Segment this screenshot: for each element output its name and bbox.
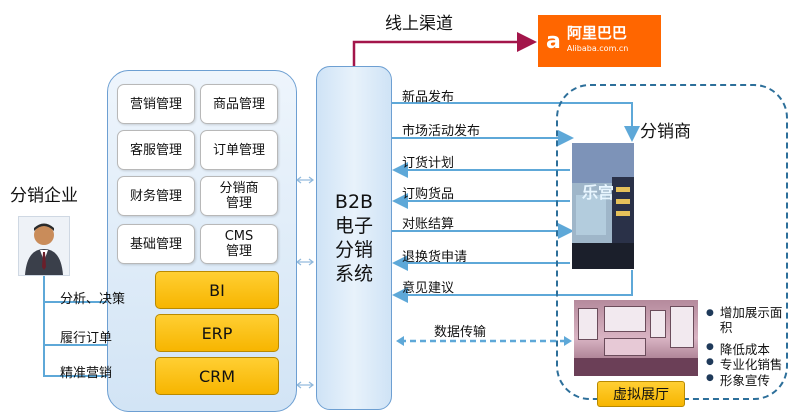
flow-text-suggestion: 意见建议 bbox=[402, 281, 455, 296]
data-transfer-label: 数据传输 bbox=[434, 325, 487, 340]
person-avatar-icon bbox=[18, 216, 70, 276]
flow-text-order-plan: 订货计划 bbox=[402, 156, 455, 171]
module-cms[interactable]: CMS 管理 bbox=[200, 224, 278, 264]
benefit-item: ● 形象宣传 bbox=[706, 370, 770, 389]
system-crm[interactable]: CRM bbox=[155, 357, 279, 395]
flow-text-market-activity: 市场活动发布 bbox=[402, 124, 481, 139]
module-customer-service[interactable]: 客服管理 bbox=[117, 130, 195, 170]
bullet-icon: ● bbox=[706, 342, 714, 352]
module-order[interactable]: 订单管理 bbox=[200, 130, 278, 170]
bullet-icon: ● bbox=[706, 373, 714, 383]
b2b-system[interactable]: B2B 电子 分销 系统 bbox=[316, 66, 392, 410]
alibaba-cn-name: 阿里巴巴 bbox=[566, 24, 627, 42]
benefit-item: ● 增加展示面 积 bbox=[706, 305, 783, 335]
module-marketing[interactable]: 营销管理 bbox=[117, 84, 195, 124]
module-finance[interactable]: 财务管理 bbox=[117, 176, 195, 216]
benefit-item: ● 降低成本 bbox=[706, 339, 770, 358]
virtual-showroom-badge[interactable]: 虚拟展厅 bbox=[597, 381, 685, 407]
flow-label-fulfill: 履行订单 bbox=[60, 331, 113, 346]
online-channel-arrow bbox=[352, 32, 537, 66]
bullet-icon: ● bbox=[706, 357, 714, 367]
flow-text-new-product: 新品发布 bbox=[402, 90, 455, 105]
flow-text-settlement: 对账结算 bbox=[402, 217, 455, 232]
panel-b2b-arrows bbox=[296, 176, 314, 389]
showroom-photo bbox=[574, 300, 698, 376]
flow-text-return: 退换货申请 bbox=[402, 250, 468, 265]
enterprise-label: 分销企业 bbox=[10, 186, 78, 206]
benefit-item: ● 专业化销售 bbox=[706, 354, 782, 373]
flow-text-purchase: 订购货品 bbox=[402, 187, 455, 202]
flow-label-precision-marketing: 精准营销 bbox=[60, 366, 113, 381]
system-erp[interactable]: ERP bbox=[155, 314, 279, 352]
flow-label-analysis: 分析、决策 bbox=[60, 292, 126, 307]
module-basic[interactable]: 基础管理 bbox=[117, 224, 195, 264]
system-bi[interactable]: BI bbox=[155, 271, 279, 309]
alibaba-logo[interactable]: a 阿里巴巴 Alibaba.com.cn bbox=[538, 15, 661, 67]
alibaba-mark: a bbox=[546, 28, 561, 54]
distributor-label: 分销商 bbox=[640, 122, 691, 142]
online-channel-label: 线上渠道 bbox=[385, 14, 453, 34]
flow-suggestion bbox=[392, 270, 633, 303]
module-distributor-mgmt[interactable]: 分销商 管理 bbox=[200, 176, 278, 216]
module-product[interactable]: 商品管理 bbox=[200, 84, 278, 124]
alibaba-domain: Alibaba.com.cn bbox=[566, 44, 629, 53]
bullet-icon: ● bbox=[706, 308, 714, 318]
store-photo: 乐宫 bbox=[572, 143, 634, 269]
store-sign: 乐宫 bbox=[582, 183, 615, 202]
flow-new-product bbox=[392, 102, 640, 142]
